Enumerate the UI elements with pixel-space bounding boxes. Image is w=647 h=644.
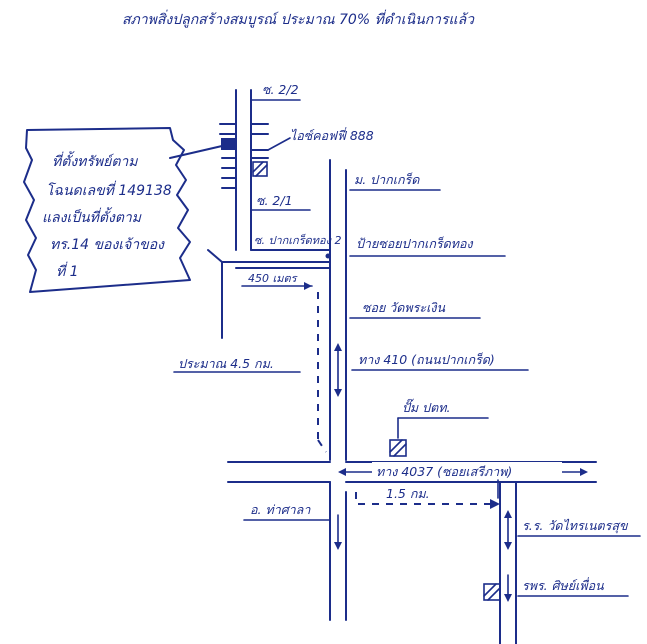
wat-school-arrow-down (504, 542, 512, 550)
road-4037-arrow-left (338, 468, 346, 476)
bus-stop-label: ป้ายซอยปากเกร็ดทอง (356, 236, 474, 251)
distance-1-5-dashed (355, 492, 498, 505)
road-410-arrow-up (334, 343, 342, 351)
soi-pakkret-tong-sign: ซ. ปากเกร็ดทอง 2 (254, 233, 341, 247)
wat-school-arrow-up (504, 510, 512, 518)
road-410-arrow-down (334, 389, 342, 397)
property-marker (221, 138, 235, 150)
callout-pointer (169, 145, 223, 159)
road-410-label: ทาง 410 (ถนนปากเกร็ด) (358, 352, 495, 367)
map-title: สภาพสิ่งปลูกสร้างสมบูรณ์ ประมาณ 70% ที่ด… (122, 9, 475, 28)
route-dashed-turn (317, 439, 327, 453)
distance-1-5-label: 1.5 กม. (386, 486, 430, 501)
callout-line-2: โฉนดเลขที่ 149138 (46, 180, 172, 199)
sub-soi-2-1-label: ซ. 2/1 (256, 193, 293, 208)
callout-line-4: ทร.14 ของเจ้าของ (50, 237, 165, 253)
sub-soi-2-2-label: ซ. 2/2 (262, 82, 299, 97)
callout-line-5: ที่ 1 (56, 261, 79, 280)
soi-angle (207, 249, 223, 263)
callout-line-1: ที่ตั้งทรัพย์ตาม (52, 151, 138, 170)
hospital-hatch-1 (483, 583, 497, 597)
hospital-marker (483, 583, 501, 601)
distance-450-arrowhead (304, 282, 312, 290)
callout-box (23, 127, 191, 293)
shop-marker (252, 161, 268, 177)
soi-wat-label: ซอย วัดพระเงิน (362, 300, 445, 315)
gas-station-label: ปั๊ม ปตท. (402, 398, 450, 415)
sala-arrowhead (334, 542, 342, 550)
hospital-arrowhead (504, 594, 512, 602)
road-4037-label-bg (372, 462, 562, 480)
road-4037-arrow-right (580, 468, 588, 476)
callout-line-3: แลงเป็นที่ตั้งตาม (42, 207, 142, 226)
pakkret-village-label: ม. ปากเกร็ด (354, 172, 420, 187)
gas-hatch-1 (389, 439, 403, 453)
shop-leader (267, 137, 291, 151)
shop-hatch-2 (255, 164, 268, 177)
approx-distance-label: ประมาณ 4.5 กม. (178, 356, 274, 371)
road-4037-label: ทาง 4037 (ซอยเสรีภาพ) (376, 464, 512, 479)
gas-station-marker (389, 439, 407, 457)
shop-hatch-1 (252, 161, 264, 173)
hospital-label: รพร. ศิษย์เพื่อน (522, 577, 604, 593)
sala-label: อ. ท่าศาลา (250, 502, 311, 517)
distance-450-label: 450 เมตร (248, 272, 299, 285)
distance-1-5-arrowhead (490, 499, 500, 509)
shop-label: ไอซ์คอฟฟี่ 888 (290, 127, 374, 143)
wat-school-label: ร.ร. วัดไทรเนตรสุข (522, 518, 629, 534)
hospital-hatch-2 (487, 587, 501, 601)
gas-hatch-2 (393, 443, 407, 457)
